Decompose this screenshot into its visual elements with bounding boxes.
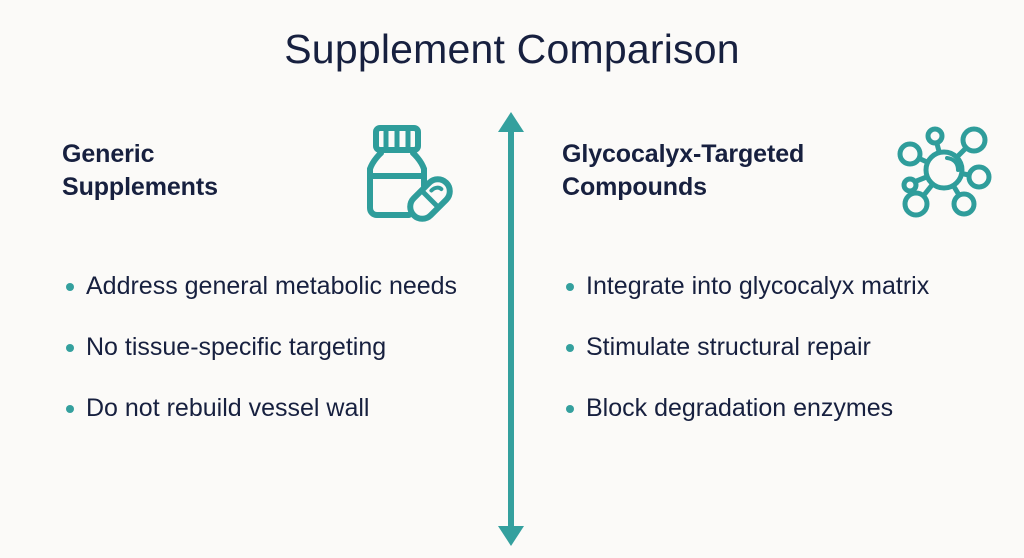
list-item: Block degradation enzymes [562,392,986,425]
column-heading-glycocalyx-targeted-compounds: Glycocalyx-Targeted Compounds [562,140,805,201]
bullet-dot-icon [66,405,74,413]
page-title: Supplement Comparison [284,26,740,72]
list-item: No tissue-specific targeting [62,331,462,364]
bullet-list-right: Integrate into glycocalyx matrix Stimula… [562,270,992,453]
list-item: Integrate into glycocalyx matrix [562,270,986,303]
list-item: Do not rebuild vessel wall [62,392,462,425]
bullet-dot-icon [66,344,74,352]
list-item-label: Block degradation enzymes [586,394,894,422]
bullet-dot-icon [566,344,574,352]
bullet-dot-icon [566,405,574,413]
bullet-list-left: Address general metabolic needs No tissu… [62,270,462,453]
column-heading-generic-supplements: Generic Supplements [62,140,218,201]
molecule-network-icon [894,120,994,225]
list-item-label: No tissue-specific targeting [86,333,387,361]
column-header-left: Generic Supplements [62,125,462,224]
comparison-column-left: Generic Supplements [62,125,462,422]
list-item-label: Stimulate structural repair [586,333,871,361]
list-item: Stimulate structural repair [562,331,986,364]
list-item-label: Integrate into glycocalyx matrix [586,272,930,300]
list-item-label: Do not rebuild vessel wall [86,394,370,422]
pill-bottle-icon [357,120,462,230]
list-item: Address general metabolic needs [62,270,462,303]
bullet-dot-icon [66,283,74,291]
list-item-label: Address general metabolic needs [86,272,458,300]
column-header-right: Glycocalyx-Targeted Compounds [562,126,992,224]
comparison-column-right: Glycocalyx-Targeted Compounds [562,126,992,422]
divider-arrow [487,110,535,548]
bullet-dot-icon [566,283,574,291]
